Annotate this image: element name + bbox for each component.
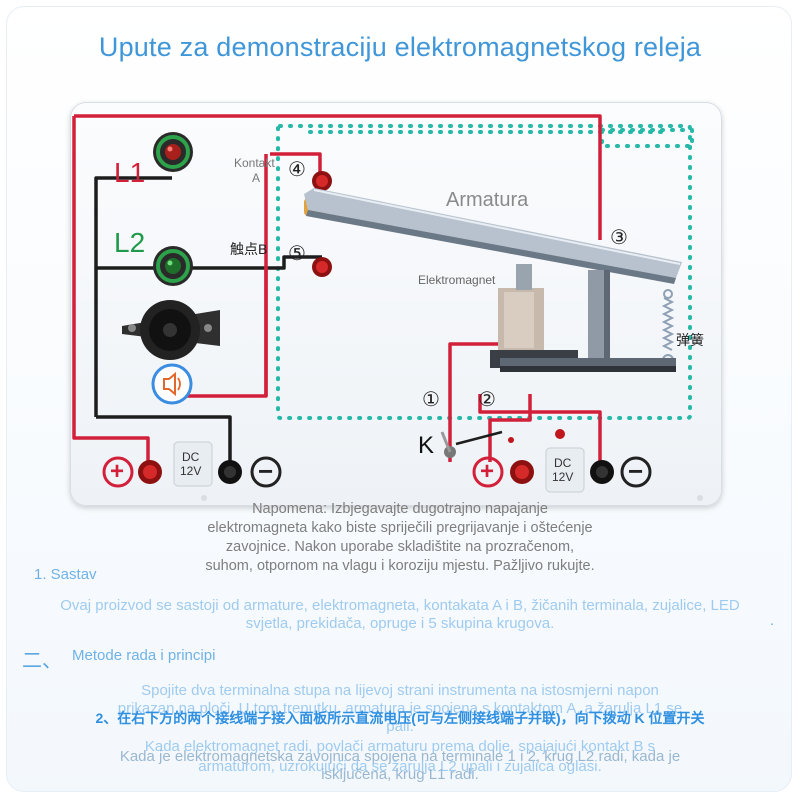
- paragraph-line: armaturom, uzrokujući da se žarulja L2 u…: [198, 758, 602, 775]
- label-contact-a-line1: Kontakt: [234, 156, 275, 170]
- section-1-text: Ovaj proizvod se sastoji od armature, el…: [60, 597, 740, 632]
- relay-demo-board: L1 L2 Kontakt A 触点B ④ ⑤ ③ ① ② Armatura E…: [70, 102, 722, 506]
- section-2-paragraph-2-cont: armaturom, uzrokujući da se žarulja L2 u…: [40, 758, 760, 776]
- section-2-paragraph-3-cont: isključena, krug L1 radi.: [40, 766, 760, 784]
- mount-hole-icon: [697, 495, 703, 501]
- plus-terminal-right-icon[interactable]: [472, 456, 534, 488]
- mount-hole-icon: [201, 495, 207, 501]
- buzzer-icon: [122, 300, 220, 360]
- section-2-paragraph-1: Spojite dva terminalna stupa na lijevoj …: [40, 682, 760, 736]
- section-2-heading: Metode rada i principi: [72, 647, 216, 664]
- minus-terminal-left-icon[interactable]: [218, 456, 282, 488]
- label-l1: L1: [114, 157, 146, 188]
- paragraph-line: Kada je elektromagnetska zavojnica spoje…: [119, 748, 681, 765]
- section-1-heading: 1. Sastav: [34, 566, 97, 583]
- led-l1-red-icon: [153, 132, 193, 172]
- label-electromagnet: Elektromagnet: [418, 273, 496, 287]
- plus-left-sign: +: [110, 458, 125, 485]
- label-num-5: ⑤: [288, 243, 306, 265]
- led-l2-green-icon: [153, 246, 193, 286]
- dc-right-line2: 12V: [552, 470, 574, 484]
- usage-note-line: suhom, otpornom na vlagu i koroziju mjes…: [205, 558, 595, 574]
- usage-note: Napomena: Izbjegavajte dugotrajno napaja…: [150, 500, 650, 576]
- chinese-overlay-step-2: 2、在右下方的两个接线端子接入面板所示直流电压(可与左侧接线端子并联)，向下拨动…: [95, 710, 705, 726]
- plus-right-sign: +: [480, 458, 495, 485]
- minus-terminal-right-icon[interactable]: [590, 456, 652, 488]
- plus-terminal-left-icon[interactable]: [102, 456, 162, 488]
- paragraph-line: Kada elektromagnet radi, povlači armatur…: [144, 738, 656, 755]
- dc-right-line1: DC: [554, 456, 572, 470]
- label-switch-k: K: [418, 432, 435, 459]
- label-armature: Armatura: [446, 189, 529, 211]
- usage-note-line: elektromagneta kako biste spriječili pre…: [207, 520, 593, 536]
- spring-icon: [661, 289, 675, 366]
- paragraph-line: isključena, krug L1 radi.: [321, 766, 479, 783]
- dotted-enclosure: [276, 124, 694, 420]
- dc-badge-left: [173, 441, 213, 487]
- minus-right-sign: −: [628, 456, 644, 486]
- paragraph-line: Spojite dva terminalna stupa na lijevoj …: [141, 682, 659, 699]
- label-l2: L2: [114, 227, 146, 258]
- dc-badge-right: [545, 447, 585, 493]
- paragraph-line: prikazan na ploči. U tom trenutku, armat…: [117, 700, 683, 717]
- label-spring: 弹簧: [676, 332, 704, 348]
- circuit-diagram: [72, 114, 703, 501]
- switch-k-icon: [440, 429, 565, 458]
- label-num-2: ②: [478, 389, 496, 411]
- electromagnet-coil-icon: [490, 264, 676, 372]
- paragraph-line: pali.: [386, 718, 414, 735]
- dc-left-line1: DC: [182, 450, 200, 464]
- page-title: Upute za demonstraciju elektromagnetskog…: [98, 32, 702, 62]
- terminal-contact-b-icon: [312, 257, 332, 277]
- section-2-paragraph-3: Kada je elektromagnetska zavojnica spoje…: [40, 748, 760, 766]
- label-contact-b: 触点B: [230, 241, 268, 257]
- label-num-3: ③: [610, 227, 628, 249]
- usage-note-line: zavojnice. Nakon uporabe skladištite na …: [225, 539, 575, 555]
- black-wires: [94, 176, 322, 472]
- label-contact-a-line2: A: [252, 171, 261, 185]
- dc-left-line2: 12V: [180, 464, 202, 478]
- armature-bar-icon: [304, 188, 682, 284]
- stray-dot: .: [770, 612, 775, 629]
- label-num-1: ①: [422, 389, 440, 411]
- section-2-paragraph-2: Kada elektromagnet radi, povlači armatur…: [40, 738, 760, 756]
- support-post-icon: [588, 270, 610, 360]
- speaker-icon: [151, 363, 193, 405]
- minus-left-sign: −: [258, 456, 274, 486]
- section-2-prefix: 二、: [22, 650, 62, 672]
- red-wires: [72, 114, 602, 470]
- label-num-4: ④: [288, 159, 306, 181]
- usage-note-line: Napomena: Izbjegavajte dugotrajno napaja…: [252, 501, 548, 517]
